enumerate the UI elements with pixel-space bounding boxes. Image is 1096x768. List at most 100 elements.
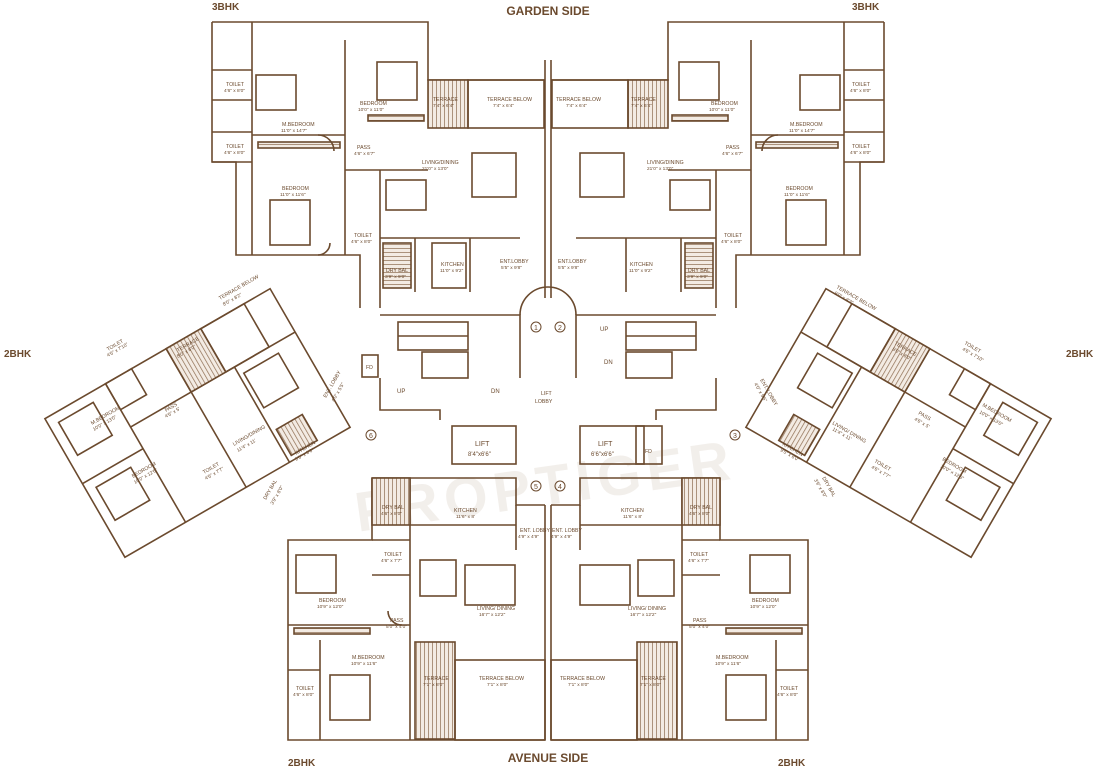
room-dim: 4'6" x 8'0"	[224, 150, 245, 156]
room-label: KITCHEN	[441, 262, 464, 268]
room-label: TERRACE BELOW	[479, 676, 524, 682]
room-dim: 10'9" x 11'6"	[715, 661, 741, 667]
room-dim: 5'0" x 4'0"	[386, 624, 407, 630]
room-label: TERRACE	[641, 676, 666, 682]
stair-up-label: UP	[397, 389, 405, 395]
unit-3bhk-left	[211, 21, 546, 308]
room-dim: 4'6" x 8'0"	[777, 692, 798, 698]
unit-type-label: 2BHK	[1066, 349, 1094, 360]
room-dim: 5'5" x 9'8"	[501, 265, 522, 271]
room-label: TERRACE BELOW	[560, 676, 605, 682]
flat-number: 4	[558, 484, 562, 491]
room-label: LIVING/DINING	[422, 160, 459, 166]
room-dim: 4'6" x 6'7"	[354, 151, 375, 157]
room-label: TERRACE	[631, 97, 656, 103]
room-label: PASS	[357, 145, 371, 151]
room-label: KITCHEN	[630, 262, 653, 268]
room-dim: 7'1" x 8'0"	[568, 682, 589, 688]
unit-type-label: 2BHK	[4, 349, 32, 360]
room-dim: 4'6" x 8'0"	[689, 511, 710, 517]
unit-2bhk-wing-left	[43, 287, 352, 559]
room-label: TERRACE BELOW	[487, 97, 532, 103]
room-label: TOILET	[296, 686, 315, 692]
room-label: TERRACE BELOW	[556, 97, 601, 103]
flat-number: 1	[534, 325, 538, 332]
room-label: BEDROOM	[319, 598, 346, 604]
room-dim: 4'6" x 8'0"	[850, 88, 871, 94]
room-dim: 10'0" x 11'0"	[358, 107, 384, 113]
room-label: ENT. LOBBY	[552, 528, 583, 534]
room-label: PASS	[726, 145, 740, 151]
room-label: BEDROOM	[360, 101, 387, 107]
room-dim: 7'4" x 6'4"	[433, 103, 454, 109]
room-label: BEDROOM	[711, 101, 738, 107]
fd-label: FD	[645, 449, 652, 455]
room-label: DRY BAL	[688, 268, 710, 274]
fd-label: FD	[366, 365, 373, 371]
room-dim: 11'6" x 8'	[623, 514, 642, 520]
stair-dn-label: DN	[604, 360, 613, 366]
room-dim: 4'6" x 8'0"	[850, 150, 871, 156]
avenue-side-label: AVENUE SIDE	[508, 751, 588, 765]
flat-markers	[365, 321, 741, 492]
room-dim: 4'6" x 6'7"	[722, 151, 743, 157]
room-dim: 7'1" x 8'0"	[487, 682, 508, 688]
stair-up-label: UP	[600, 327, 608, 333]
room-label: BEDROOM	[282, 186, 309, 192]
room-label: TOILET	[852, 82, 871, 88]
room-dim: 4'6" x 8'0"	[721, 239, 742, 245]
room-label: KITCHEN	[454, 508, 477, 514]
room-dim: 4'6" x 7'7"	[688, 558, 709, 564]
room-dim: 4'6" x 8'0"	[224, 88, 245, 94]
room-label: PASS	[390, 618, 404, 624]
unit-2bhk-wing-right	[744, 287, 1053, 559]
room-label: LIVING/ DINING	[628, 606, 666, 612]
room-label: M.BEDROOM	[790, 122, 823, 128]
room-dim: 5'0" x 4'0"	[689, 624, 710, 630]
room-label: BEDROOM	[786, 186, 813, 192]
flat-number: 5	[534, 484, 538, 491]
unit-3bhk-right	[550, 21, 885, 308]
room-dim: 10'0" x 11'0"	[709, 107, 735, 113]
room-label: DRY BAL	[386, 268, 408, 274]
room-label: TOILET	[226, 82, 245, 88]
room-dim: 11'0" x 14'7"	[789, 128, 815, 134]
room-label: TERRACE	[424, 676, 449, 682]
room-label: TOILET	[852, 144, 871, 150]
room-dim: 16'7" x 12'2"	[479, 612, 506, 618]
room-label: TERRACE	[433, 97, 458, 103]
room-dim: 7'1" x 8'0"	[640, 682, 661, 688]
core	[361, 286, 717, 465]
room-dim: 5'5" x 9'8"	[558, 265, 579, 271]
room-dim: 11'0" x 9'2"	[629, 268, 653, 274]
lift-lobby-label: LOBBY	[535, 399, 553, 405]
room-label: M.BEDROOM	[716, 655, 749, 661]
room-dim: 4'6" x 8'0"	[381, 511, 402, 517]
room-label: ENT. LOBBY	[520, 528, 551, 534]
room-dim: 11'0" x 9'2"	[440, 268, 464, 274]
unit-2bhk-bottom-right	[550, 477, 809, 741]
room-label: M.BEDROOM	[352, 655, 385, 661]
room-label: TOILET	[780, 686, 799, 692]
room-dim: 10'9" x 12'0"	[317, 604, 344, 610]
unit-type-label: 3BHK	[852, 2, 880, 13]
room-dim: 4'9" x 4'9"	[551, 534, 572, 540]
flat-number: 6	[369, 433, 373, 440]
room-dim: 4'6" x 7'7"	[381, 558, 402, 564]
room-dim: 11'6" x 8'	[456, 514, 475, 520]
flat-number: 3	[733, 433, 737, 440]
room-label: TOILET	[354, 233, 373, 239]
room-dim: 7'4" x 6'4"	[631, 103, 652, 109]
lift-dim: 6'6"x6'6"	[591, 452, 614, 458]
room-dim: 11'0" x 11'6"	[280, 192, 306, 198]
room-dim: 4'6" x 8'0"	[293, 692, 314, 698]
room-label: BEDROOM	[752, 598, 779, 604]
room-dim: 16'7" x 12'2"	[630, 612, 657, 618]
room-dim: 21'0" x 13'0"	[422, 166, 449, 172]
room-label: DRY BAL	[690, 505, 712, 511]
room-label: DRY BAL	[382, 505, 404, 511]
room-label: M.BEDROOM	[282, 122, 315, 128]
room-label: ENT.LOBBY	[558, 259, 587, 265]
room-label: TOILET	[690, 552, 709, 558]
